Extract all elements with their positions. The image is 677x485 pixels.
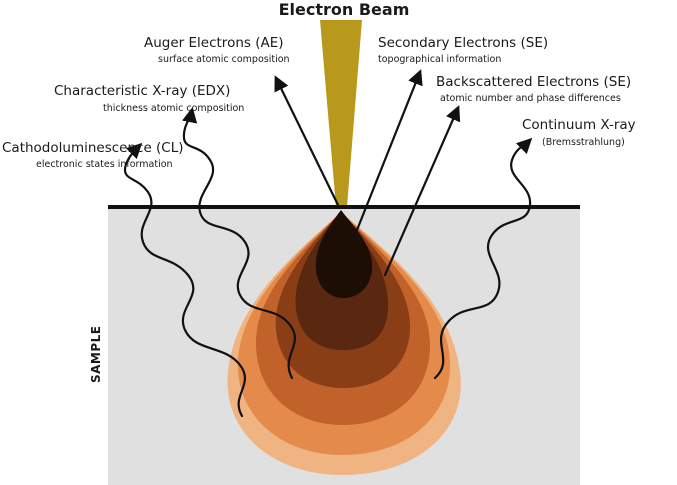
electron-beam-title: Electron Beam: [279, 0, 410, 19]
bse-label: Backscattered Electrons (SE): [436, 74, 631, 90]
se-label: Secondary Electrons (SE): [378, 35, 548, 51]
se-arrow: [351, 69, 423, 242]
cl-label: Cathodoluminescence (CL): [2, 140, 184, 156]
edx-arrow: [182, 106, 297, 380]
interaction-volume: [227, 210, 461, 475]
bse-arrow: [383, 105, 461, 277]
cx-desc: (Bremsstrahlung): [542, 137, 625, 148]
ae-arrow: [274, 75, 340, 207]
se-desc: topographical information: [378, 54, 501, 65]
bse-desc: atomic number and phase differences: [440, 93, 621, 104]
cl-desc: electronic states information: [36, 159, 173, 170]
edx-desc: thickness atomic composition: [103, 103, 244, 114]
ae-label: Auger Electrons (AE): [144, 35, 284, 51]
electron-beam: [320, 20, 362, 207]
sample-label: SAMPLE: [89, 325, 103, 383]
edx-label: Characteristic X-ray (EDX): [54, 83, 230, 99]
cl-arrow: [123, 142, 247, 418]
cx-arrow: [433, 137, 533, 380]
ae-desc: surface atomic composition: [158, 54, 290, 65]
cx-label: Continuum X-ray: [522, 117, 636, 133]
zone-core: [315, 210, 373, 298]
